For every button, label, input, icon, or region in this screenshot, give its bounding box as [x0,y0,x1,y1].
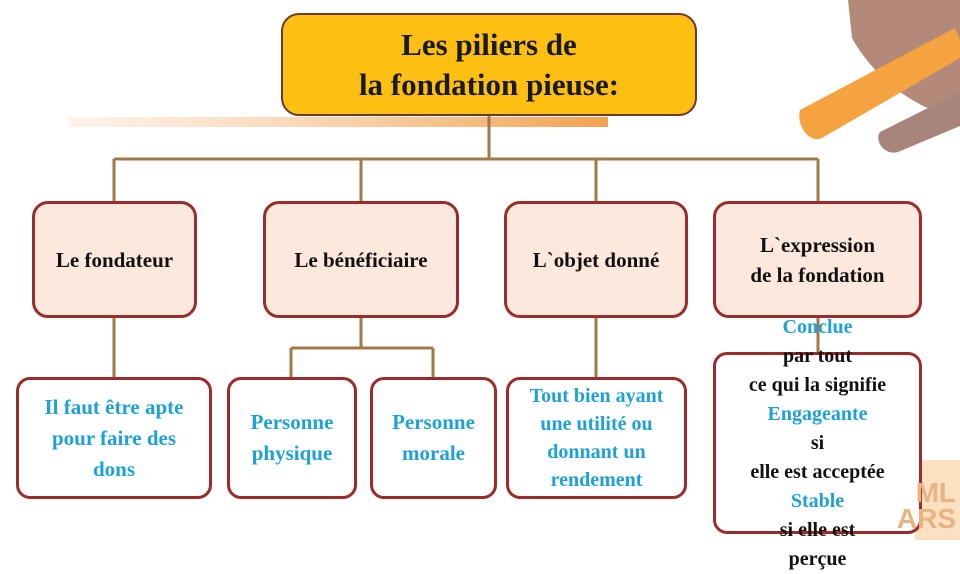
logo-line-2: ARS [896,503,956,534]
detail-text: si elle est [779,518,856,541]
pillar-beneficiaire: Le bénéficiaire [263,201,459,318]
detail-objet: Tout bien ayant une utilité ou donnant u… [506,377,687,499]
detail-line: physique [251,441,333,465]
highlight-word: Stable [790,489,845,512]
detail-line: Personne [392,410,475,434]
detail-line: pour faire des [51,425,177,450]
detail-line: elle est acceptée [750,460,885,483]
decor-brown-stripe [878,92,960,153]
detail-line: Engageante si [768,400,868,458]
background-decoration [68,0,960,540]
logo-line-1: ML [915,477,956,508]
brand-logo: ML ARS [896,477,956,534]
connector-lines [112,116,820,377]
decor-horizontal-bar [68,117,608,127]
decor-bottom-right-block [915,460,960,540]
pillar-label-line-1: L`expression [759,232,876,257]
detail-line: ce qui la signifie [748,373,887,396]
decor-orange-stripe [799,28,960,140]
detail-expression: Conclue par tout ce qui la signifie Enga… [713,316,922,570]
detail-line: rendement [550,469,643,491]
pillar-expression: L`expression de la fondation [713,201,922,318]
title-line-2: la fondation pieuse: [358,66,620,102]
detail-line: perçue [788,547,847,570]
pillar-label-line-2: de la fondation [750,262,885,287]
detail-line: Conclue par tout [783,313,853,371]
detail-text: par tout [782,344,853,367]
detail-line: Personne [250,410,334,434]
detail-line: donnant un [547,441,646,463]
highlight-word: Engageante [767,402,868,425]
detail-text: si [810,431,825,454]
title-line-1: Les piliers de [401,26,577,62]
pillar-label: Le fondateur [55,247,174,272]
pillar-fondateur: Le fondateur [32,201,197,318]
diagram-title: Les piliers de la fondation pieuse: [281,13,697,116]
detail-personne-physique: Personne physique [227,377,357,499]
detail-line: morale [402,441,465,465]
pillar-label: Le bénéficiaire [294,247,428,272]
detail-line: dons [92,456,136,481]
pillar-label: L`objet donné [532,247,660,272]
pillar-objet-donne: L`objet donné [504,201,688,318]
detail-line: Tout bien ayant [529,385,664,407]
detail-line: Il faut être apte [44,394,184,419]
detail-personne-morale: Personne morale [370,377,497,499]
detail-line: une utilité ou [540,413,653,435]
detail-fondateur: Il faut être apte pour faire des dons [16,377,212,499]
highlight-word: Conclue [782,315,853,338]
detail-line: Stable si elle est [780,487,856,545]
